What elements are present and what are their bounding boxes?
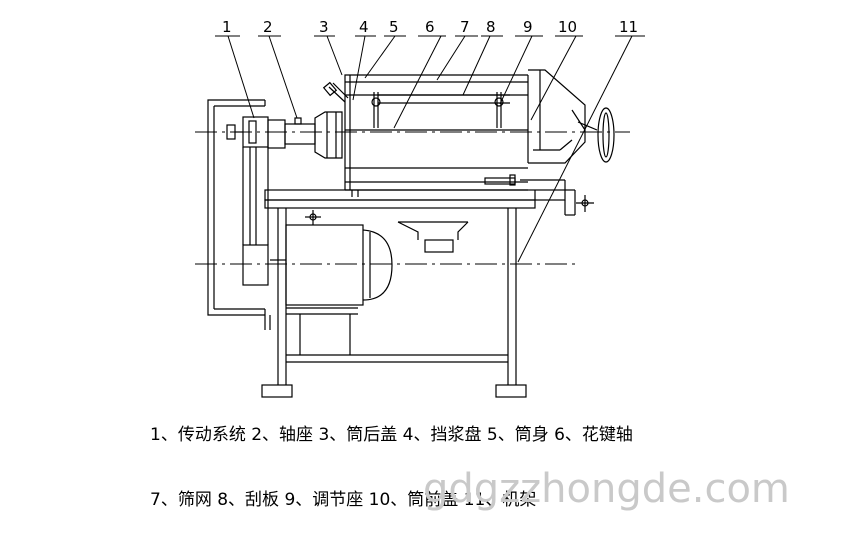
leader-lines xyxy=(215,35,645,263)
callout-10: 10 xyxy=(558,18,577,36)
callout-11: 11 xyxy=(619,18,638,36)
callout-3: 3 xyxy=(319,18,329,36)
callout-4: 4 xyxy=(359,18,369,36)
legend-line-1: 1、传动系统 2、轴座 3、筒后盖 4、挡浆盘 5、筒身 6、花键轴 xyxy=(150,425,633,445)
watermark-text: gdgzzhongde.com xyxy=(423,466,790,512)
machine-outline xyxy=(207,35,645,398)
callout-5: 5 xyxy=(389,18,399,36)
discharge-outlet xyxy=(397,221,469,253)
callout-numbers: 1 2 3 4 5 6 7 8 9 10 11 xyxy=(222,18,638,36)
callout-9: 9 xyxy=(523,18,533,36)
front-cover xyxy=(527,69,586,164)
handwheel xyxy=(577,107,615,163)
centerlines xyxy=(195,131,630,265)
bearing-seat xyxy=(267,111,343,159)
transmission-guard xyxy=(207,99,271,330)
back-cover xyxy=(322,81,349,103)
callout-6: 6 xyxy=(425,18,435,36)
legend-line-2: 7、筛网 8、刮板 9、调节座 10、筒前盖 11、机架 xyxy=(150,490,536,510)
motor xyxy=(270,224,393,306)
callout-7: 7 xyxy=(460,18,470,36)
adjusting-seats xyxy=(371,92,504,128)
center-marks xyxy=(305,195,594,225)
callout-2: 2 xyxy=(263,18,273,36)
callout-1: 1 xyxy=(222,18,232,36)
belt-drive xyxy=(226,116,269,286)
callout-8: 8 xyxy=(486,18,496,36)
machine-frame xyxy=(261,179,576,398)
